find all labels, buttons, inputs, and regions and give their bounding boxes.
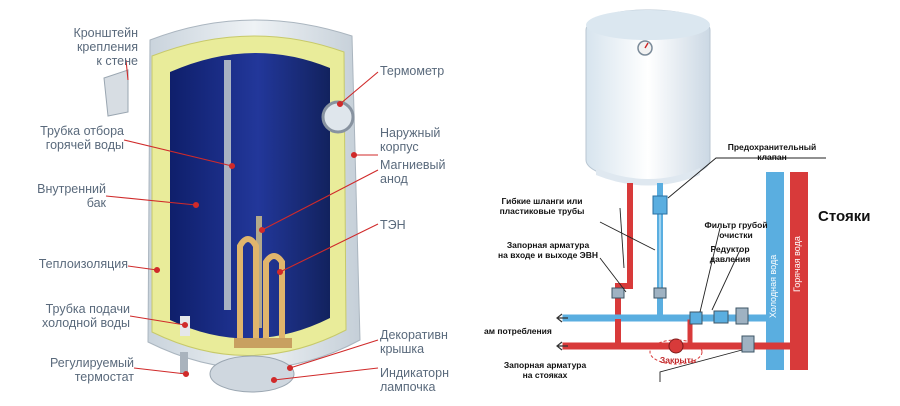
label-outer-body: Наружный корпус — [380, 126, 441, 154]
label-close: Закрыть — [659, 355, 697, 365]
label-cold-water: Холодная вода — [768, 254, 778, 318]
label-heater: ТЭН — [380, 218, 406, 232]
consumption-arrow-cold — [556, 313, 568, 323]
bottom-cover — [209, 355, 295, 393]
label-flexible-hoses: Гибкие шланги или пластиковые трубы — [499, 196, 585, 216]
label-shutoff-inlet: Запорная арматура на входе и выходе ЭВН — [497, 240, 598, 260]
label-hot-water-tube: Трубка отбора горячей воды — [40, 124, 124, 152]
label-coarse-filter: Фильтр грубой очистки — [704, 220, 768, 240]
hot-water-tube — [224, 60, 231, 310]
label-bracket: Кронштейн крепления к стене — [73, 26, 138, 68]
label-to-consumers: ам потребления — [484, 326, 552, 336]
label-pressure-reducer: Редуктор давления — [709, 244, 751, 264]
label-magnesium-anode: Магниевый анод — [380, 158, 446, 186]
cold-water-riser — [766, 172, 784, 370]
label-safety-valve: Предохранительный клапан — [727, 142, 817, 162]
thermometer-dial — [321, 100, 355, 134]
label-shutoff-risers: Запорная арматура на стояках — [503, 360, 587, 380]
inner-tank — [170, 52, 330, 339]
label-inner-tank: Внутренний бак — [37, 182, 106, 210]
heating-element — [237, 236, 285, 340]
close-marker — [649, 339, 703, 365]
label-thermometer: Термометр — [380, 64, 445, 78]
safety-valve — [652, 195, 668, 215]
wall-bracket — [103, 69, 129, 117]
valves — [611, 287, 755, 353]
close-valve — [668, 338, 684, 354]
label-thermostat: Регулируемый термостат — [50, 356, 134, 384]
hot-water-riser — [790, 172, 808, 370]
consumption-arrow-hot — [556, 341, 568, 351]
label-risers: Стояки — [818, 208, 871, 225]
label-cover: Декоративн крышка — [380, 328, 448, 356]
label-indicator-lamp: Индикаторн лампочка — [380, 366, 449, 394]
label-cold-water-tube: Трубка подачи холодной воды — [42, 302, 130, 330]
label-hot-water: Горячая вода — [792, 236, 802, 292]
label-insulation: Теплоизоляция — [38, 257, 128, 271]
